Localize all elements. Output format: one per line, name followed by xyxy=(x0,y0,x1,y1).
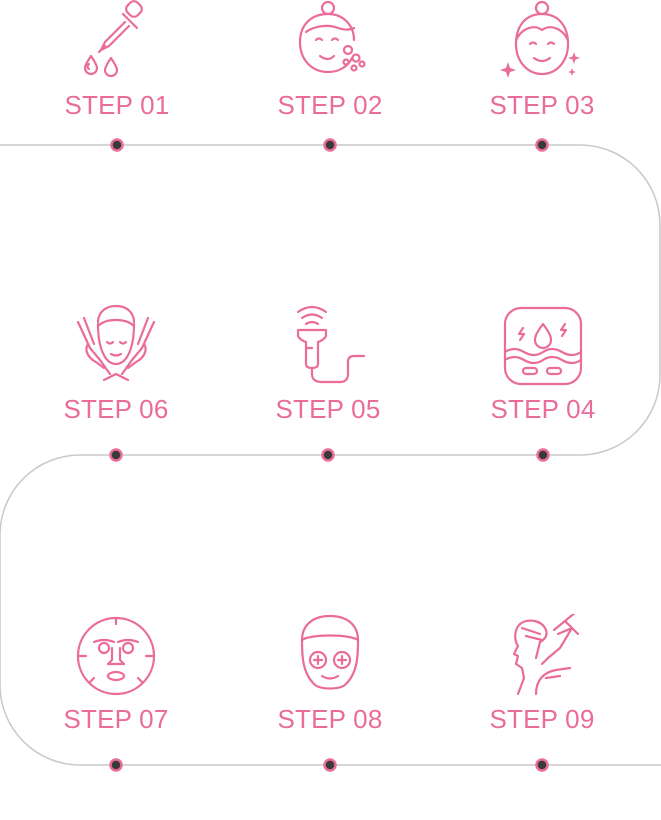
step-04: STEP 04 xyxy=(468,304,618,425)
step-label: STEP 05 xyxy=(275,394,381,424)
step-label: STEP 02 xyxy=(277,90,383,120)
step-label: STEP 03 xyxy=(489,90,595,120)
step-dot-03 xyxy=(535,138,549,152)
step-dot-01 xyxy=(110,138,124,152)
step-03: STEP 03 xyxy=(467,0,617,121)
serum-dropper-icon xyxy=(83,0,143,78)
ultrasonic-wand-icon xyxy=(296,305,366,384)
step-09: STEP 09 xyxy=(467,614,617,735)
step-05: STEP 05 xyxy=(253,304,403,425)
step-label: STEP 04 xyxy=(490,394,596,424)
face-massage-icon xyxy=(76,304,156,382)
sheet-mask-icon xyxy=(76,616,156,696)
step-label: STEP 06 xyxy=(63,394,169,424)
step-06: STEP 06 xyxy=(41,304,191,425)
step-label: STEP 07 xyxy=(63,704,169,734)
step-dot-07 xyxy=(109,758,123,772)
hydration-device-icon xyxy=(503,306,583,386)
step-08: STEP 08 xyxy=(255,614,405,735)
step-dot-09 xyxy=(535,758,549,772)
step-dot-06 xyxy=(109,448,123,462)
step-07: STEP 07 xyxy=(41,614,191,735)
step-dot-05 xyxy=(321,448,335,462)
neck-treatment-icon xyxy=(512,614,580,696)
step-dot-08 xyxy=(323,758,337,772)
cucumber-eye-mask-icon xyxy=(300,614,360,690)
step-label: STEP 09 xyxy=(489,704,595,734)
face-cleansing-icon xyxy=(298,0,366,74)
step-dots xyxy=(109,138,550,772)
step-01: STEP 01 xyxy=(42,0,192,121)
step-dot-04 xyxy=(536,448,550,462)
step-label: STEP 01 xyxy=(64,90,170,120)
glowing-face-icon xyxy=(500,0,580,78)
step-dot-02 xyxy=(323,138,337,152)
step-02: STEP 02 xyxy=(255,0,405,121)
step-label: STEP 08 xyxy=(277,704,383,734)
